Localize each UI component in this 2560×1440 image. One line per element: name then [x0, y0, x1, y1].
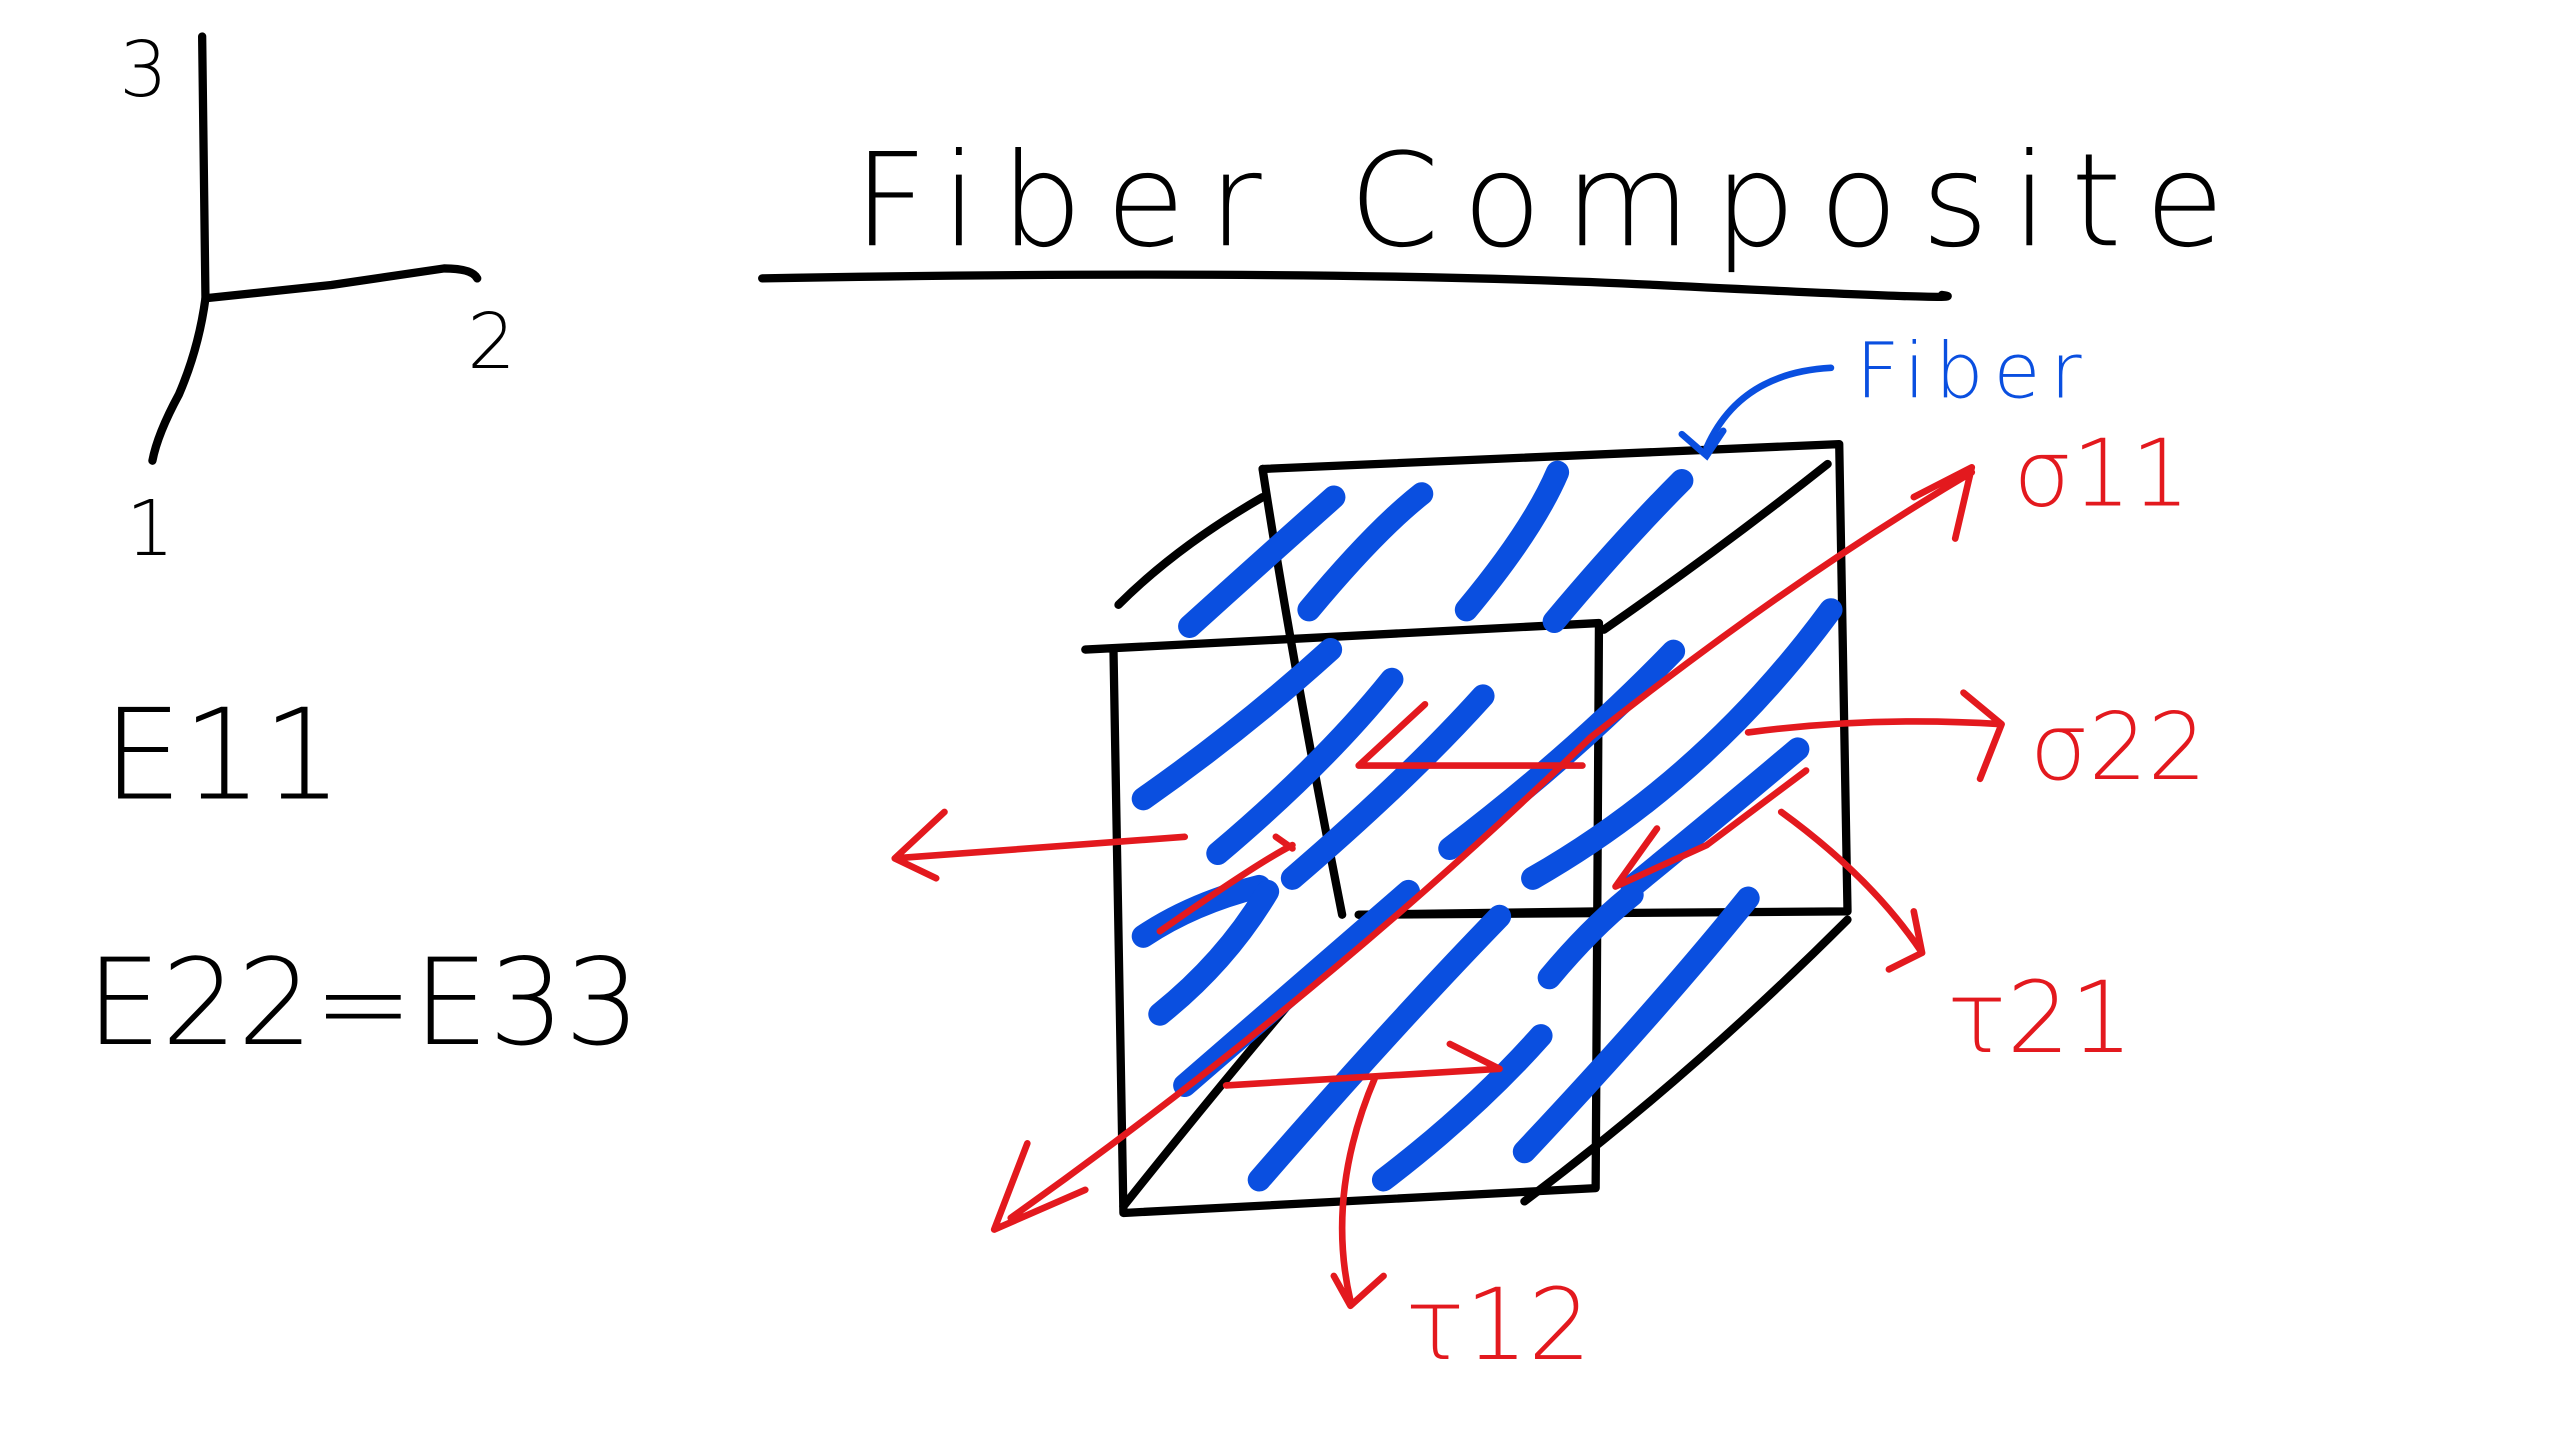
e22-e33-label: E22=E33 — [86, 934, 640, 1073]
inner-shear-arrows — [1156, 700, 1810, 935]
fiber-pointer-arrow — [1678, 364, 1835, 461]
fiber — [1173, 879, 1421, 1097]
sigma22-arrow-left — [891, 808, 1189, 882]
tau12-arrow — [1222, 1040, 1503, 1310]
axis-3-label: 3 — [119, 25, 167, 114]
fiber — [1148, 879, 1280, 1026]
e11-label: E11 — [103, 682, 343, 829]
sigma11-label: σ11 — [2013, 419, 2190, 527]
page-title: Fiber Composite — [853, 126, 2247, 276]
tau21-label: τ21 — [1947, 961, 2133, 1076]
fiber — [1454, 460, 1570, 622]
tau21-arrow — [1777, 808, 1926, 973]
fiber — [1131, 637, 1343, 811]
fiber — [1542, 468, 1694, 634]
fiber — [1371, 1024, 1553, 1192]
coordinate-axes: 3 2 1 — [119, 25, 515, 573]
sigma22-arrow-right — [1744, 689, 2005, 783]
fiber — [1438, 639, 1686, 861]
fiber — [1537, 883, 1644, 990]
axis-1-label: 1 — [126, 484, 174, 573]
title-underline — [758, 270, 1952, 301]
fiber — [1247, 904, 1512, 1192]
sigma22-label: σ22 — [2030, 693, 2207, 801]
tau12-label: τ12 — [1405, 1268, 1591, 1383]
stress-arrows — [891, 463, 2005, 1310]
fiber — [1297, 482, 1434, 622]
fiber — [1206, 667, 1404, 865]
sigma11-arrow — [990, 463, 1976, 1233]
fiber — [1521, 598, 1843, 890]
fiber-label: Fiber — [1856, 327, 2092, 416]
axis-2-label: 2 — [467, 297, 515, 386]
fiber — [1280, 684, 1495, 890]
fibers — [1131, 460, 1843, 1192]
fiber — [1512, 886, 1760, 1164]
fiber — [1178, 485, 1346, 638]
